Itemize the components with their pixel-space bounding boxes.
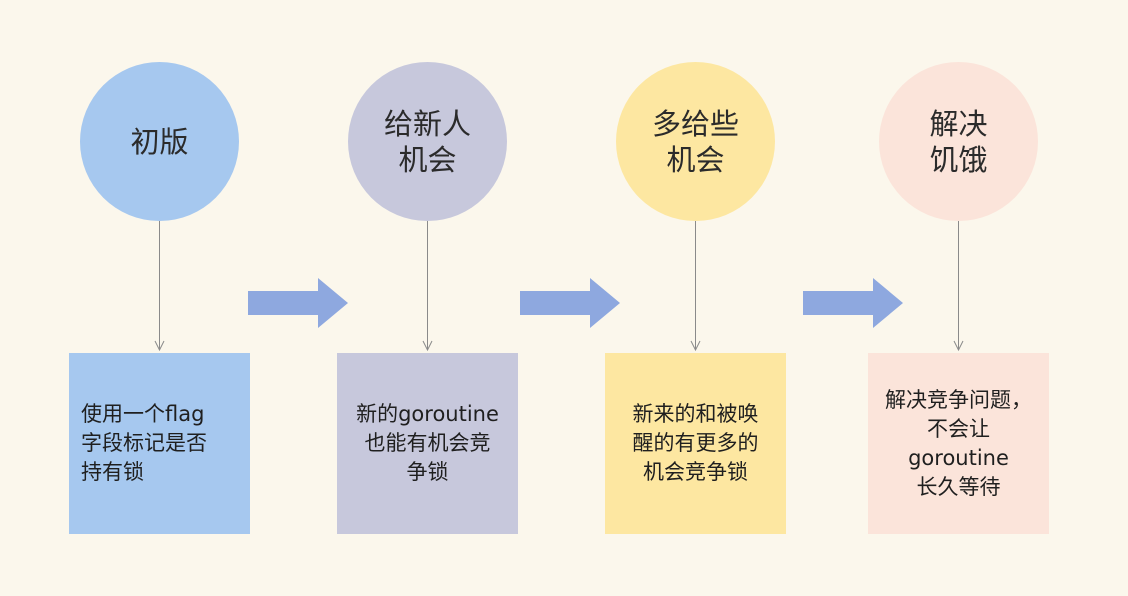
stage-3: 多给些 机会 [616,0,775,596]
arrow-right-icon [248,278,348,328]
stage-1: 初版 [80,0,239,596]
connector-line [953,221,964,352]
stage-circle: 解决 饥饿 [879,62,1038,221]
stage-description: 新的goroutine 也能有机会竞 争锁 [337,353,518,534]
stage-description: 新来的和被唤 醒的有更多的 机会竞争锁 [605,353,786,534]
stage-circle: 初版 [80,62,239,221]
stage-description: 使用一个flag 字段标记是否 持有锁 [69,353,250,534]
stage-4: 解决 饥饿 [879,0,1038,596]
stage-circle: 给新人 机会 [348,62,507,221]
arrow-right-icon [520,278,620,328]
stage-2: 给新人 机会 [348,0,507,596]
connector-line [422,221,433,352]
stage-description: 解决竞争问题， 不会让 goroutine 长久等待 [868,353,1049,534]
stage-circle: 多给些 机会 [616,62,775,221]
arrow-right-icon [803,278,903,328]
connector-line [690,221,701,352]
connector-line [154,221,165,352]
